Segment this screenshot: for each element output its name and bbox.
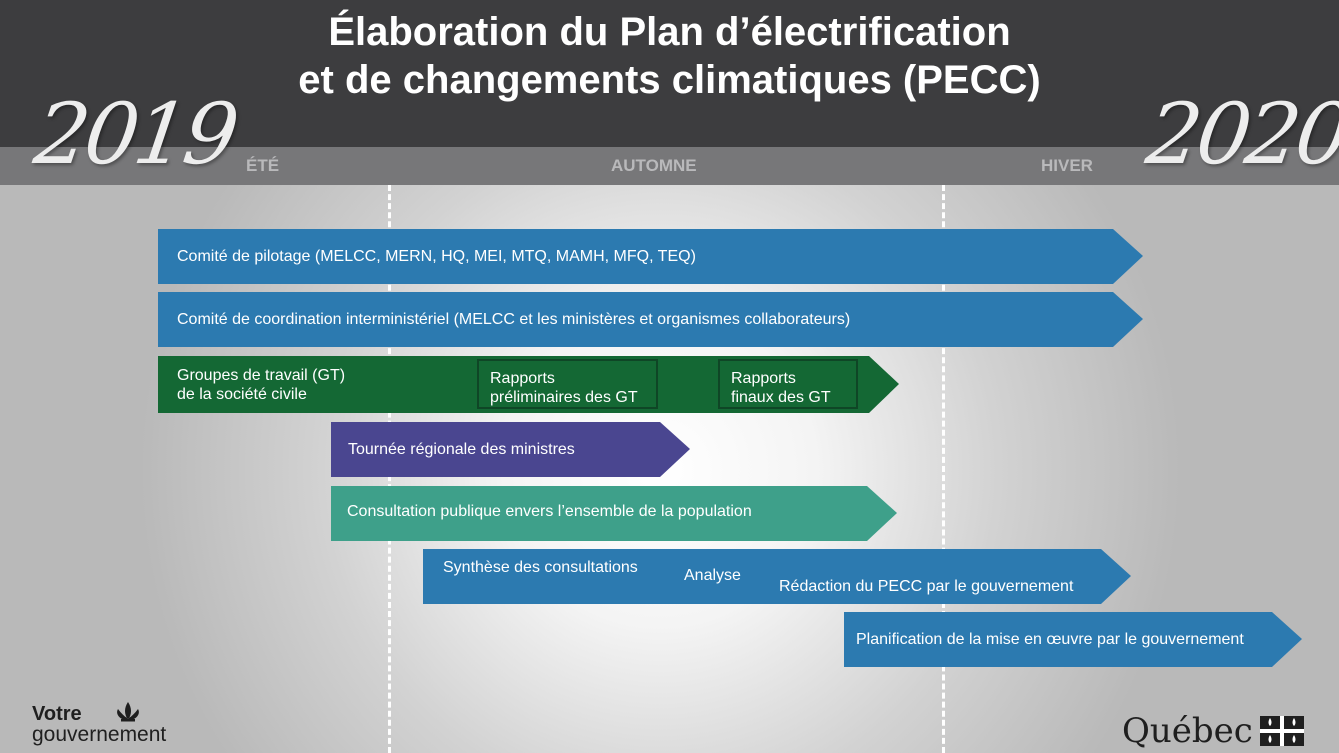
arrow-coordination xyxy=(158,292,1143,347)
arrow-planification xyxy=(844,612,1302,667)
arrow-synthese xyxy=(423,549,1131,604)
season-winter: HIVER xyxy=(1041,156,1093,175)
fleur-de-lys-icon xyxy=(117,702,139,722)
header-bar xyxy=(0,0,1339,147)
quebec-logo-text: Québec xyxy=(1122,711,1253,751)
page-title: Élaboration du Plan d’électrification et… xyxy=(0,8,1339,104)
season-summer: ÉTÉ xyxy=(246,156,280,175)
season-bar xyxy=(0,147,1339,185)
season-divider-2 xyxy=(942,185,945,753)
votre-gouvernement-logo: Votre gouvernement xyxy=(32,703,167,746)
arrow-tournee xyxy=(331,422,690,477)
quebec-flag-icon xyxy=(1260,716,1304,746)
title-line-1: Élaboration du Plan d’électrification xyxy=(328,10,1011,54)
title-line-2: et de changements climatiques (PECC) xyxy=(298,58,1041,102)
arrow-pilotage xyxy=(158,229,1143,284)
arrow-groupes xyxy=(158,356,899,413)
box-rapports-preliminaires: Rapports préliminaires des GT xyxy=(477,359,658,409)
box-rapports-finaux: Rapports finaux des GT xyxy=(718,359,858,409)
arrow-consultation xyxy=(331,486,897,541)
season-autumn: AUTOMNE xyxy=(611,156,697,175)
